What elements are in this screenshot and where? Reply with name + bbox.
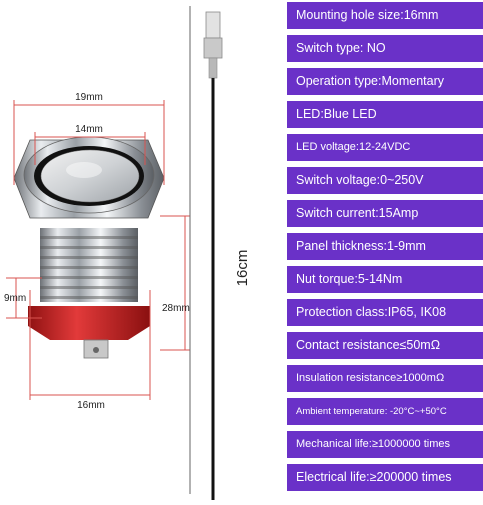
- product-figure: 19mm 14mm 9mm 28mm 16mm 16cm: [4, 6, 251, 500]
- spec-led: LED:Blue LED: [287, 101, 483, 128]
- spec-switch-type: Switch type: NO: [287, 35, 483, 62]
- button-cap: [40, 149, 140, 203]
- label-thread-diameter: 16mm: [77, 400, 105, 411]
- label-body-length: 28mm: [162, 303, 190, 314]
- threaded-body: [40, 228, 138, 302]
- label-button-diameter: 14mm: [75, 124, 103, 135]
- label-outer-diameter: 19mm: [75, 92, 103, 103]
- dimension-lines: [6, 100, 190, 400]
- label-panel-thread: 9mm: [4, 293, 26, 304]
- rubber-seal: [28, 306, 150, 340]
- spec-mounting-hole: Mounting hole size:16mm: [287, 2, 483, 29]
- spec-panel-thickness: Panel thickness:1-9mm: [287, 233, 483, 260]
- spec-list: Mounting hole size:16mm Switch type: NO …: [287, 0, 483, 500]
- wire-assembly: [203, 11, 223, 500]
- spec-switch-current: Switch current:15Amp: [287, 200, 483, 227]
- spec-electrical-life: Electrical life:≥200000 times: [287, 464, 483, 491]
- spec-mechanical-life: Mechanical life:≥1000000 times: [287, 431, 483, 458]
- spec-insulation-resistance: Insulation resistance≥1000mΩ: [287, 365, 483, 392]
- spec-switch-voltage: Switch voltage:0~250V: [287, 167, 483, 194]
- spec-nut-torque: Nut torque:5-14Nm: [287, 266, 483, 293]
- spec-operation-type: Operation type:Momentary: [287, 68, 483, 95]
- label-wire-length: 16cm: [234, 250, 251, 287]
- spec-led-voltage: LED voltage:12-24VDC: [287, 134, 483, 161]
- switch-illustration: 19mm 14mm 9mm 28mm 16mm 16cm: [4, 6, 251, 500]
- spec-contact-resistance: Contact resistance≤50mΩ: [287, 332, 483, 359]
- spec-ambient-temperature: Ambient temperature: -20°C~+50°C: [287, 398, 483, 425]
- spec-protection-class: Protection class:IP65, IK08: [287, 299, 483, 326]
